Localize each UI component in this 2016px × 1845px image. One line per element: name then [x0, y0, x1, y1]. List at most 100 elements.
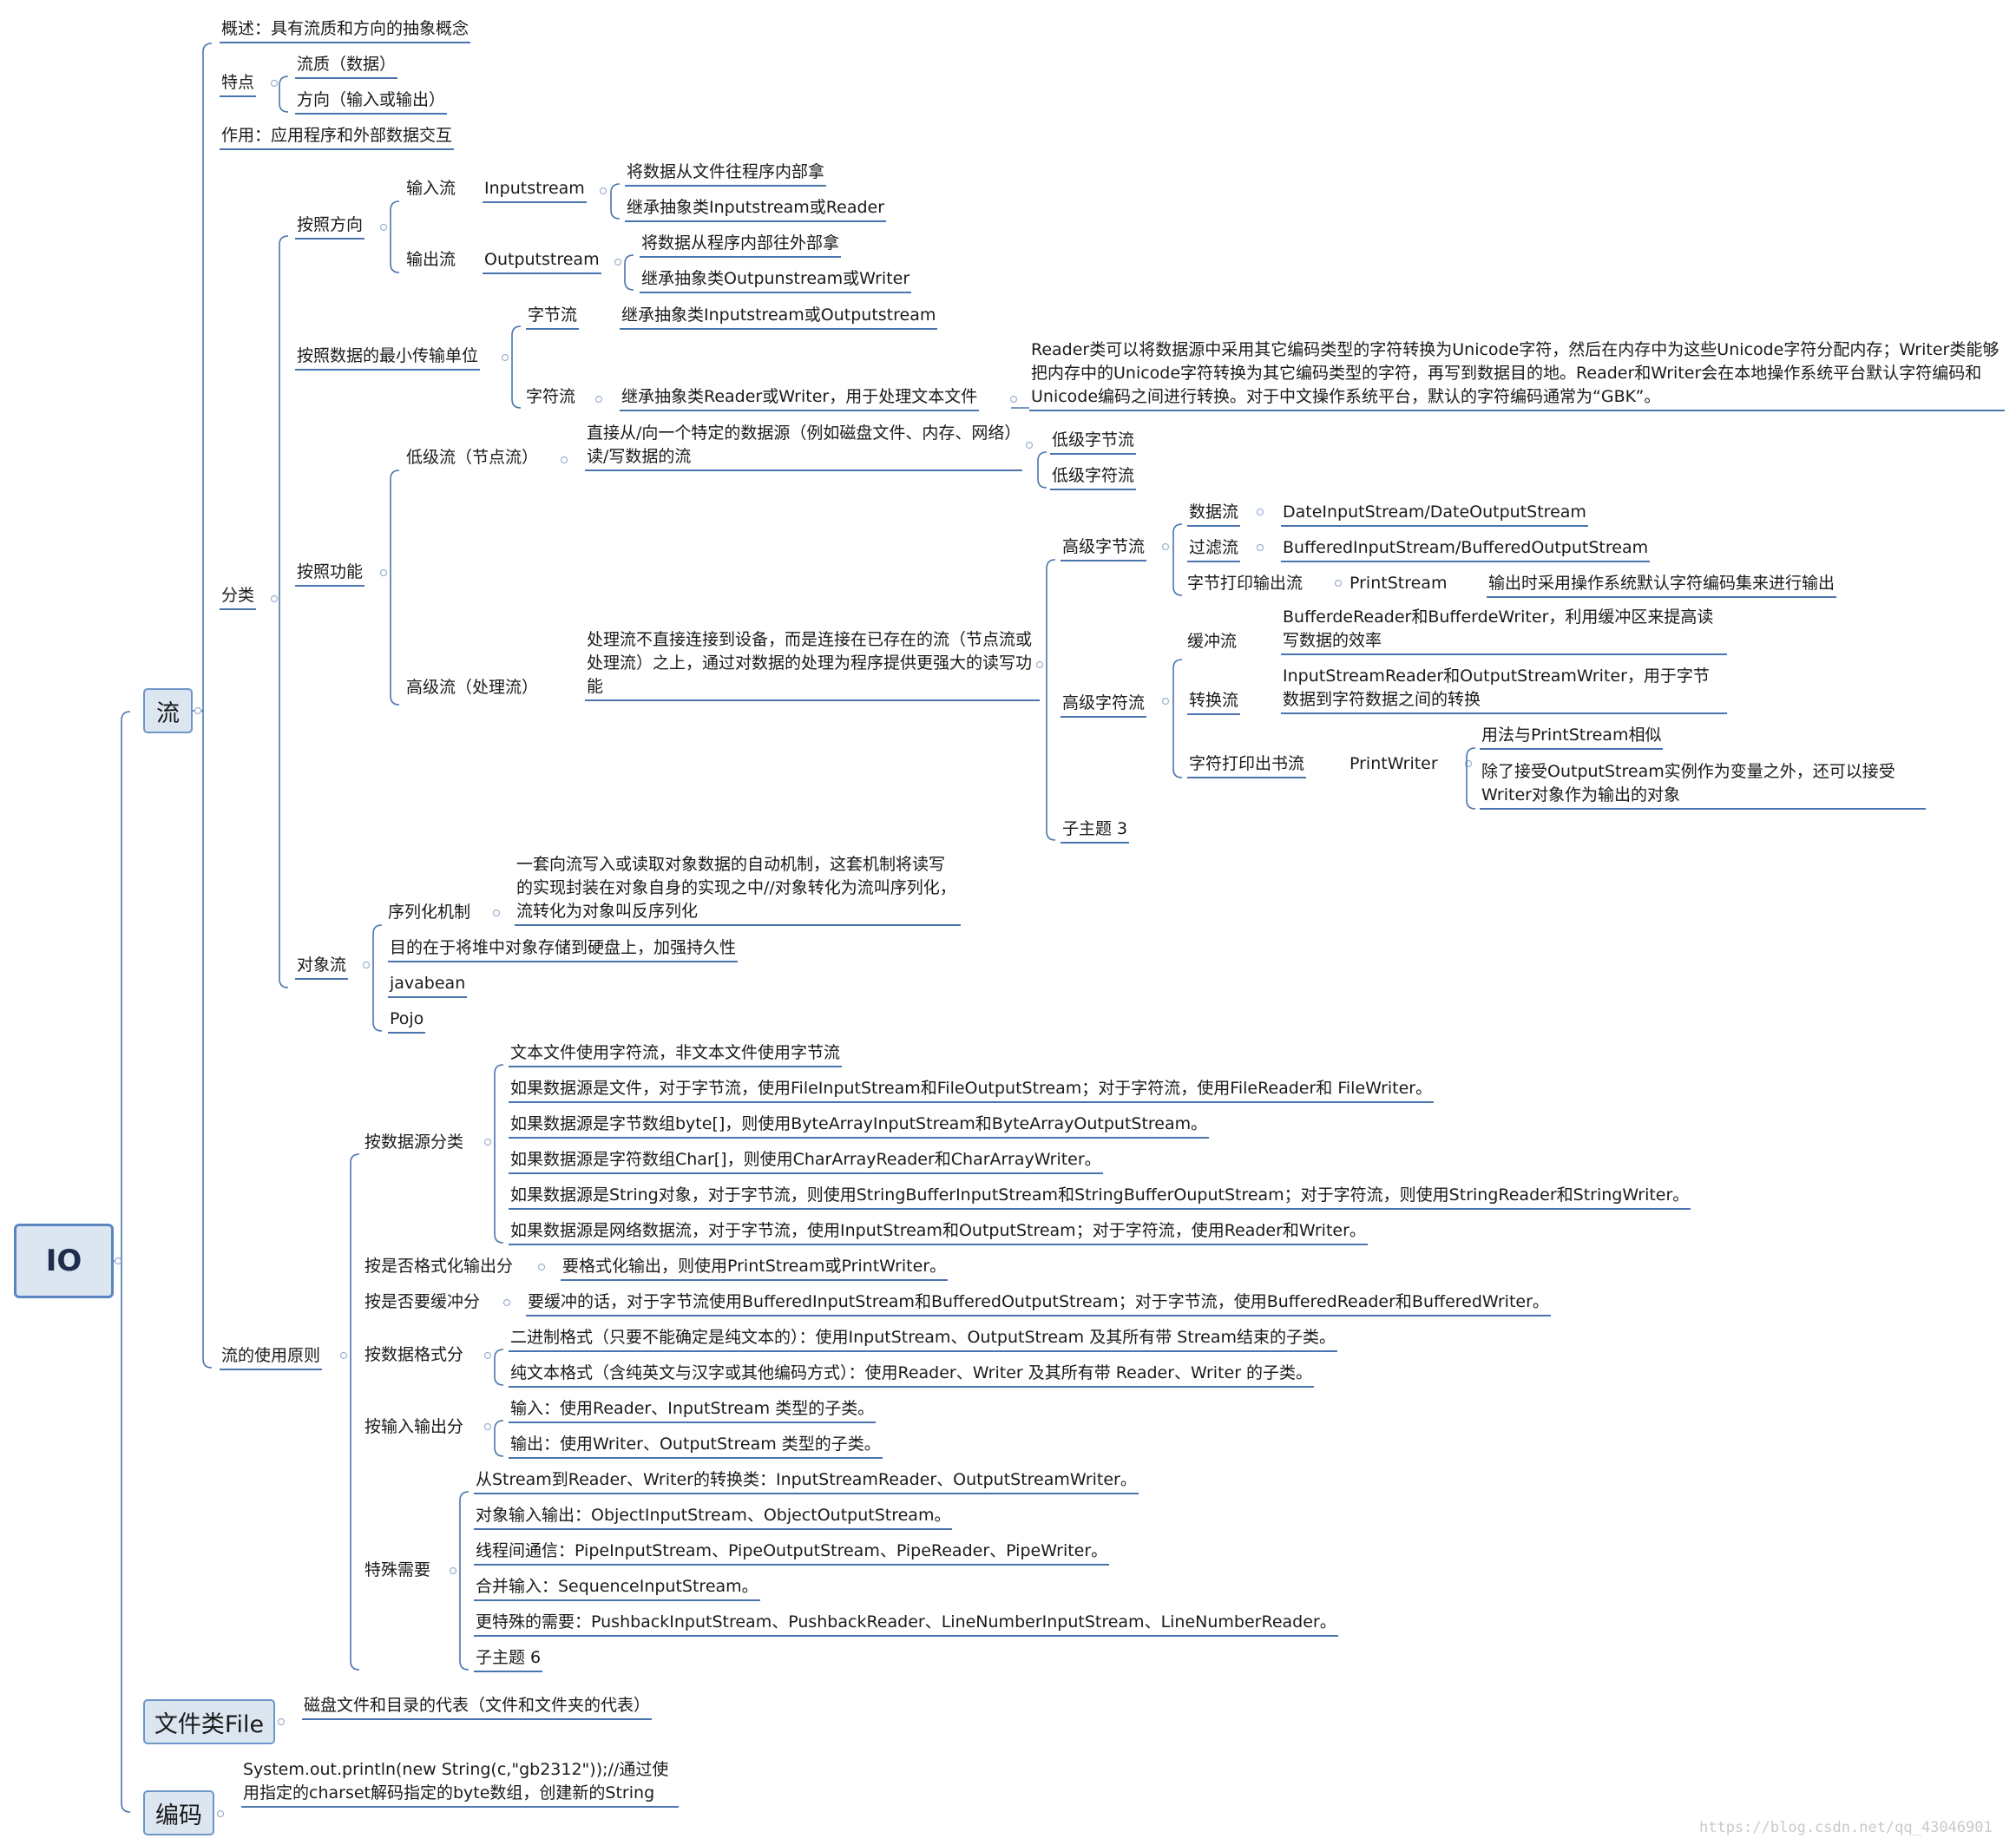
javabean-node[interactable]: javabean — [388, 972, 468, 998]
output-stream-label[interactable]: 输出流 — [406, 250, 456, 269]
collapse-toggle-icon[interactable] — [194, 706, 202, 715]
print-stream-note[interactable]: 输出时采用操作系统默认字符编码集来进行输出 — [1487, 572, 1837, 598]
collapse-toggle-icon[interactable] — [216, 1809, 225, 1818]
high-byte-node[interactable]: 高级字节流 — [1061, 535, 1147, 561]
collapse-toggle-icon[interactable] — [483, 1351, 492, 1360]
collapse-toggle-icon[interactable] — [501, 353, 509, 362]
special-item-2[interactable]: 对象输入输出：ObjectInputStream、ObjectOutputStr… — [474, 1504, 953, 1530]
collapse-toggle-icon[interactable] — [449, 1566, 457, 1575]
serialization-desc[interactable]: 一套向流写入或读取对象数据的自动机制，这套机制将读写的实现封装在对象自身的实现之… — [515, 853, 961, 926]
special-item-5[interactable]: 更特殊的需要：PushbackInputStream、PushbackReade… — [474, 1611, 1338, 1637]
char-stream-note[interactable]: 继承抽象类Reader或Writer，用于处理文本文件 — [620, 385, 980, 411]
buffer-stream-node[interactable]: 缓冲流 — [1187, 632, 1238, 651]
high-char-node[interactable]: 高级字符流 — [1061, 692, 1147, 718]
input-stream-name[interactable]: Inputstream — [483, 177, 587, 203]
char-stream-node[interactable]: 字符流 — [526, 387, 576, 406]
collapse-toggle-icon[interactable] — [1334, 579, 1343, 588]
feature-item-direction[interactable]: 方向（输入或输出） — [295, 89, 448, 115]
io-item-2[interactable]: 输出：使用Writer、OutputStream 类型的子类。 — [509, 1433, 883, 1459]
io-item-1[interactable]: 输入：使用Reader、InputStream 类型的子类。 — [509, 1397, 877, 1423]
collapse-toggle-icon[interactable] — [483, 1422, 492, 1431]
collapse-toggle-icon[interactable] — [1025, 441, 1034, 450]
feature-item-quality[interactable]: 流质（数据） — [295, 53, 398, 79]
source-item-5[interactable]: 如果数据源是String对象，对于字节流，则使用StringBufferInpu… — [509, 1184, 1691, 1210]
collapse-toggle-icon[interactable] — [594, 395, 603, 404]
filter-stream-node[interactable]: 过滤流 — [1187, 536, 1241, 562]
low-char-node[interactable]: 低级字符流 — [1050, 464, 1137, 490]
collapse-toggle-icon[interactable] — [270, 79, 279, 88]
function-node[interactable]: 作用：应用程序和外部数据交互 — [220, 124, 455, 150]
collapse-toggle-icon[interactable] — [537, 1263, 546, 1271]
collapse-toggle-icon[interactable] — [1035, 660, 1044, 669]
collapse-toggle-icon[interactable] — [114, 1257, 122, 1265]
low-level-desc[interactable]: 直接从/向一个特定的数据源（例如磁盘文件、内存、网络）读/写数据的流 — [585, 422, 1022, 471]
collapse-toggle-icon[interactable] — [1256, 543, 1264, 552]
input-stream-label[interactable]: 输入流 — [406, 179, 456, 198]
branch-encoding[interactable]: 编码 — [143, 1790, 214, 1835]
collapse-toggle-icon[interactable] — [492, 909, 501, 917]
collapse-toggle-icon[interactable] — [379, 568, 388, 577]
pojo-node[interactable]: Pojo — [388, 1008, 426, 1034]
principles-node[interactable]: 流的使用原则 — [220, 1344, 323, 1370]
special-item-1[interactable]: 从Stream到Reader、Writer的转换类：InputStreamRea… — [474, 1468, 1139, 1494]
char-print-node[interactable]: 字符打印出书流 — [1187, 752, 1307, 778]
data-stream-node[interactable]: 数据流 — [1187, 501, 1241, 527]
source-item-2[interactable]: 如果数据源是文件，对于字节流，使用FileInputStream和FileOut… — [509, 1077, 1435, 1103]
by-data-format-node[interactable]: 按数据格式分 — [364, 1345, 464, 1364]
data-format-item-2[interactable]: 纯文本格式（含纯英文与汉字或其他编码方式）：使用Reader、Writer 及其… — [509, 1362, 1315, 1388]
special-item-3[interactable]: 线程间通信：PipeInputStream、PipeOutputStream、P… — [474, 1540, 1110, 1566]
subtopic-3-node[interactable]: 子主题 3 — [1061, 817, 1130, 844]
by-io-node[interactable]: 按输入输出分 — [364, 1417, 464, 1436]
buffer-note[interactable]: 要缓冲的话，对于字节流使用BufferedInputStream和Buffere… — [526, 1290, 1551, 1316]
high-level-node[interactable]: 高级流（处理流） — [406, 678, 539, 697]
classify-node[interactable]: 分类 — [220, 584, 257, 610]
collapse-toggle-icon[interactable] — [277, 1717, 286, 1726]
output-item-2[interactable]: 继承抽象类Outpunstream或Writer — [640, 267, 912, 293]
special-item-6[interactable]: 子主题 6 — [474, 1646, 543, 1672]
by-direction-node[interactable]: 按照方向 — [295, 213, 365, 240]
high-level-desc[interactable]: 处理流不直接连接到设备，而是连接在已存在的流（节点流或处理流）之上，通过对数据的… — [585, 628, 1040, 701]
format-output-note[interactable]: 要格式化输出，则使用PrintStream或PrintWriter。 — [561, 1255, 949, 1281]
collapse-toggle-icon[interactable] — [339, 1351, 348, 1360]
collapse-toggle-icon[interactable] — [1161, 542, 1170, 551]
source-item-4[interactable]: 如果数据源是字符数组Char[]，则使用CharArrayReader和Char… — [509, 1148, 1103, 1174]
collapse-toggle-icon[interactable] — [1009, 395, 1018, 404]
input-item-1[interactable]: 将数据从文件往程序内部拿 — [625, 161, 827, 187]
branch-stream[interactable]: 流 — [143, 688, 193, 733]
branch-file[interactable]: 文件类File — [143, 1699, 275, 1744]
encoding-note[interactable]: System.out.println(new String(c,"gb2312"… — [241, 1758, 679, 1808]
by-buffer-node[interactable]: 按是否要缓冲分 — [364, 1292, 481, 1311]
special-node[interactable]: 特殊需要 — [364, 1560, 431, 1579]
print-writer-node[interactable]: PrintWriter — [1349, 754, 1438, 773]
collapse-toggle-icon[interactable] — [614, 258, 622, 266]
input-item-2[interactable]: 继承抽象类Inputstream或Reader — [625, 196, 887, 222]
collapse-toggle-icon[interactable] — [599, 187, 607, 195]
byte-stream-node[interactable]: 字节流 — [526, 304, 580, 330]
low-byte-node[interactable]: 低级字节流 — [1050, 429, 1137, 455]
data-format-item-1[interactable]: 二进制格式（只要不能确定是纯文本的）：使用InputStream、OutputS… — [509, 1326, 1338, 1352]
byte-stream-note[interactable]: 继承抽象类Inputstream或Outputstream — [620, 304, 938, 330]
special-item-4[interactable]: 合并输入：SequenceInputStream。 — [474, 1575, 760, 1601]
print-writer-item-1[interactable]: 用法与PrintStream相似 — [1480, 724, 1664, 750]
root-node-io[interactable]: IO — [14, 1224, 114, 1298]
source-item-3[interactable]: 如果数据源是字节数组byte[]，则使用ByteArrayInputStream… — [509, 1113, 1210, 1139]
output-stream-name[interactable]: Outputstream — [483, 248, 601, 274]
collapse-toggle-icon[interactable] — [483, 1138, 492, 1146]
collapse-toggle-icon[interactable] — [379, 223, 388, 232]
source-item-6[interactable]: 如果数据源是网络数据流，对于字节流，使用InputStream和OutputSt… — [509, 1219, 1368, 1245]
by-source-node[interactable]: 按数据源分类 — [364, 1133, 464, 1152]
filter-stream-class[interactable]: BufferedInputStream/BufferedOutputStream — [1281, 536, 1651, 562]
convert-stream-note[interactable]: InputStreamReader和OutputStreamWriter，用于字… — [1281, 665, 1727, 714]
low-level-node[interactable]: 低级流（节点流） — [406, 448, 539, 467]
buffer-stream-note[interactable]: BufferdeReader和BufferdeWriter，利用缓冲区来提高读写… — [1281, 606, 1727, 655]
object-purpose-node[interactable]: 目的在于将堆中对象存储到硬盘上，加强持久性 — [388, 936, 739, 962]
by-format-output-node[interactable]: 按是否格式化输出分 — [364, 1257, 514, 1276]
output-item-1[interactable]: 将数据从程序内部往外部拿 — [640, 232, 842, 258]
by-unit-node[interactable]: 按照数据的最小传输单位 — [295, 345, 481, 371]
collapse-toggle-icon[interactable] — [270, 594, 279, 603]
collapse-toggle-icon[interactable] — [560, 456, 568, 464]
object-stream-node[interactable]: 对象流 — [295, 954, 349, 980]
source-item-1[interactable]: 文本文件使用字符流，非文本文件使用字节流 — [509, 1041, 843, 1067]
collapse-toggle-icon[interactable] — [362, 961, 371, 969]
collapse-toggle-icon[interactable] — [502, 1298, 511, 1307]
